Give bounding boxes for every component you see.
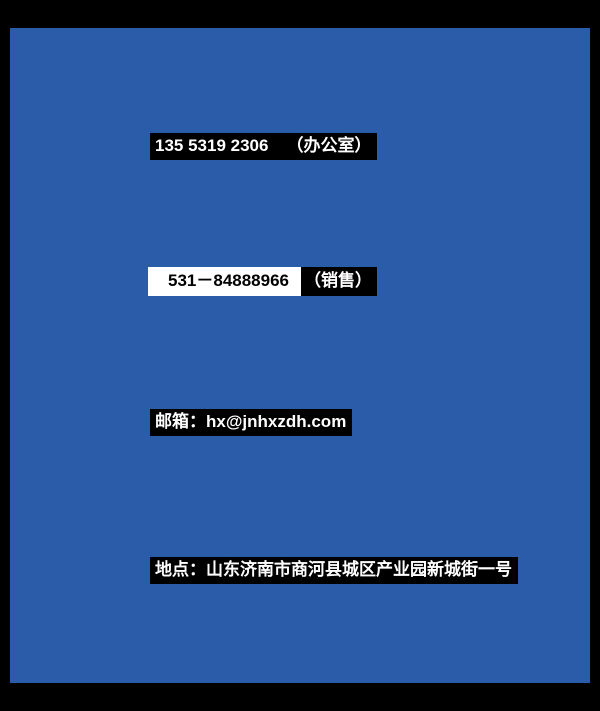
contact-panel: 135 5319 2306 （办公室） 531－84888966 （销售） 邮箱：… — [10, 28, 590, 683]
office-phone-highlight: 135 5319 2306 （办公室） — [150, 133, 378, 160]
sales-phone-label: （销售） — [301, 267, 378, 296]
sales-phone-number: 531－84888966 — [168, 271, 290, 290]
sales-phone-selection: 531－84888966 — [148, 267, 302, 296]
office-phone-label: （办公室） — [286, 136, 372, 155]
email-prefix-label: 邮箱： — [155, 412, 206, 431]
email-line: 邮箱：hx@jnhxzdh.com — [150, 409, 353, 436]
address-line: 地点：山东济南市商河县城区产业园新城街一号 — [150, 557, 518, 584]
address-text: 山东济南市商河县城区产业园新城街一号 — [206, 560, 512, 579]
address-prefix-label: 地点： — [155, 560, 206, 579]
sales-phone-line: 531－84888966 （销售） — [148, 267, 378, 296]
email-highlight: 邮箱：hx@jnhxzdh.com — [150, 409, 353, 436]
office-phone-line: 135 5319 2306 （办公室） — [150, 133, 378, 160]
office-phone-number: 135 5319 2306 — [155, 136, 269, 155]
address-highlight: 地点：山东济南市商河县城区产业园新城街一号 — [150, 557, 518, 584]
email-address: hx@jnhxzdh.com — [206, 412, 347, 431]
